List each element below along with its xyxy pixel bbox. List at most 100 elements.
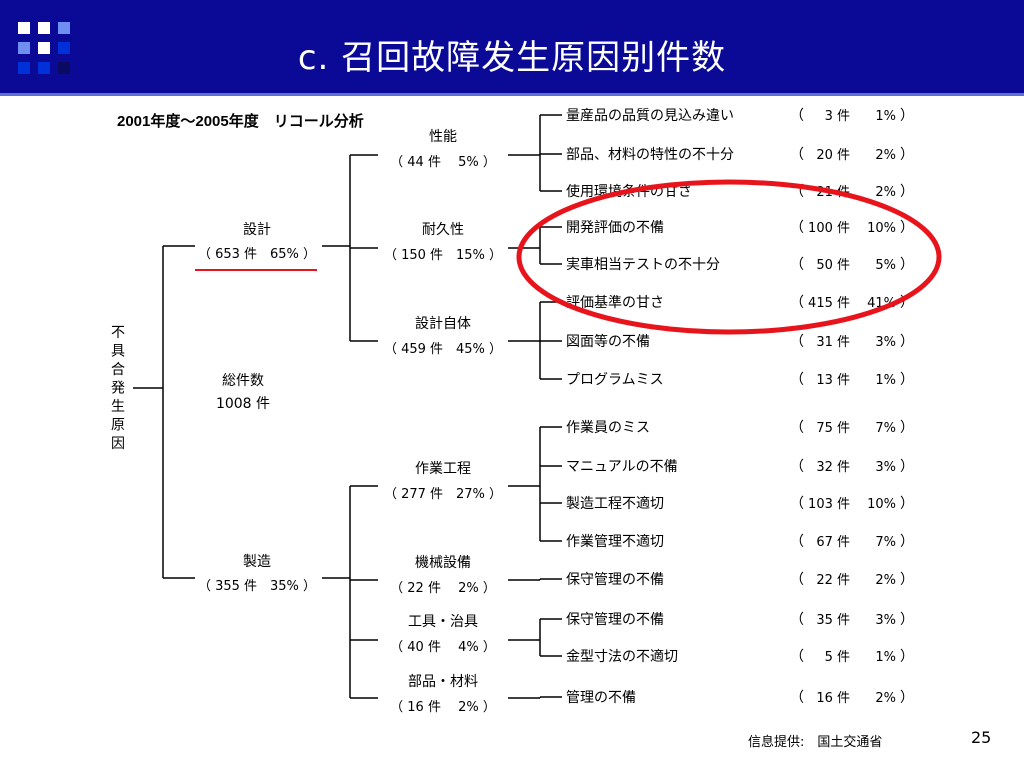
level2-label: 部品・材料 <box>408 674 478 690</box>
leaf-label: 図面等の不備 <box>566 333 650 350</box>
page-title: c. 召回故障发生原因别件数 <box>297 38 727 78</box>
leaf-label: 金型寸法の不適切 <box>566 648 678 665</box>
leaf-label: 実車相当テストの不十分 <box>566 256 720 273</box>
source-note: 信息提供: 国土交通省 <box>748 735 883 750</box>
leaf-paren-open: （ <box>790 534 804 550</box>
root-cause-label: 不具合発生原因 <box>111 325 125 452</box>
level2-label: 耐久性 <box>422 222 464 238</box>
leaf-paren-open: （ <box>790 459 804 475</box>
subtitle: 2001年度～2005年度 リコール分析 <box>117 113 364 130</box>
leaf-percent: 7% <box>875 421 896 436</box>
leaf-label: マニュアルの不備 <box>566 459 678 475</box>
leaf-paren-open: （ <box>790 372 804 388</box>
leaf-label: プログラムミス <box>566 372 664 388</box>
leaf-paren-close: ） <box>900 257 914 273</box>
level2-stat: （ 277 件 27% ） <box>384 487 502 502</box>
leaf-paren-close: ） <box>900 147 914 163</box>
leaf-percent: 1% <box>875 109 896 124</box>
leaf-paren-open: （ <box>790 612 804 628</box>
leaf-paren-close: ） <box>900 496 914 512</box>
leaf-count: 67 件 <box>816 535 850 550</box>
leaf-percent: 1% <box>875 373 896 388</box>
leaf-count: 5 件 <box>825 650 850 665</box>
page-number: 25 <box>971 728 992 747</box>
grid-logo-icon <box>18 22 74 76</box>
total-label: 総件数 <box>222 373 264 389</box>
level1-label: 製造 <box>243 554 271 570</box>
leaf-paren-open: （ <box>790 147 804 163</box>
slide-header: c. 召回故障发生原因别件数 <box>0 0 1024 93</box>
leaf-paren-close: ） <box>900 572 914 588</box>
leaf-paren-close: ） <box>900 372 914 388</box>
level2-stat: （ 16 件 2% ） <box>390 700 496 715</box>
leaf-paren-open: （ <box>790 334 804 350</box>
highlight-ellipse <box>516 179 942 335</box>
leaf-paren-open: （ <box>790 572 804 588</box>
level1-label: 設計 <box>243 222 271 238</box>
leaf-percent: 10% <box>867 221 896 236</box>
level1-stat: （ 653 件 65% ） <box>198 247 316 262</box>
leaf-count: 13 件 <box>816 373 850 388</box>
leaf-label: 製造工程不適切 <box>566 495 664 512</box>
leaf-percent: 1% <box>875 650 896 665</box>
leaf-percent: 7% <box>875 535 896 550</box>
level2-label: 性能 <box>429 129 457 145</box>
leaf-paren-close: ） <box>900 612 914 628</box>
leaf-paren-close: ） <box>900 690 914 706</box>
leaf-percent: 2% <box>875 573 896 588</box>
level2-stat: （ 44 件 5% ） <box>390 155 496 170</box>
leaf-count: 3 件 <box>825 109 850 124</box>
leaf-paren-open: （ <box>790 649 804 665</box>
leaf-count: 75 件 <box>816 421 850 436</box>
leaf-percent: 3% <box>875 613 896 628</box>
leaf-percent: 3% <box>875 335 896 350</box>
leaf-percent: 2% <box>875 148 896 163</box>
level2-label: 作業工程 <box>415 461 471 477</box>
header-divider <box>0 93 1024 96</box>
leaf-percent: 10% <box>867 497 896 512</box>
level2-label: 設計自体 <box>415 316 471 332</box>
leaf-paren-open: （ <box>790 257 804 273</box>
leaf-percent: 2% <box>875 185 896 200</box>
leaf-label: 部品、材料の特性の不十分 <box>566 147 734 163</box>
leaf-paren-close: ） <box>900 534 914 550</box>
total-value: 1008 件 <box>216 396 270 412</box>
level2-stat: （ 150 件 15% ） <box>384 248 502 263</box>
leaf-label: 保守管理の不備 <box>566 572 664 588</box>
leaf-percent: 2% <box>875 691 896 706</box>
level2-stat: （ 22 件 2% ） <box>390 581 496 596</box>
leaf-paren-close: ） <box>900 220 914 236</box>
leaf-count: 50 件 <box>816 258 850 273</box>
leaf-label: 開発評価の不備 <box>566 220 664 236</box>
leaf-count: 22 件 <box>816 573 850 588</box>
leaf-paren-close: ） <box>900 334 914 350</box>
leaf-percent: 3% <box>875 460 896 475</box>
leaf-label: 保守管理の不備 <box>566 612 664 628</box>
leaf-label: 量産品の品質の見込み違い <box>566 108 734 124</box>
leaf-label: 評価基準の甘さ <box>566 294 664 311</box>
leaf-paren-open: （ <box>790 220 804 236</box>
leaf-count: 31 件 <box>816 335 850 350</box>
leaf-paren-close: ） <box>900 184 914 200</box>
level2-label: 工具・治具 <box>408 614 478 630</box>
leaf-paren-open: （ <box>790 295 804 311</box>
leaf-paren-close: ） <box>900 108 914 124</box>
leaf-paren-open: （ <box>790 496 804 512</box>
level2-stat: （ 459 件 45% ） <box>384 342 502 357</box>
leaf-paren-close: ） <box>900 459 914 475</box>
leaf-paren-close: ） <box>900 649 914 665</box>
leaf-count: 35 件 <box>816 613 850 628</box>
leaf-count: 100 件 <box>808 221 850 236</box>
leaf-paren-open: （ <box>790 420 804 436</box>
level1-stat: （ 355 件 35% ） <box>198 579 316 594</box>
leaf-label: 作業管理不適切 <box>566 533 664 550</box>
leaf-count: 32 件 <box>816 460 850 475</box>
leaf-paren-open: （ <box>790 690 804 706</box>
leaf-label: 作業員のミス <box>566 420 650 436</box>
level2-stat: （ 40 件 4% ） <box>390 640 496 655</box>
leaf-percent: 5% <box>875 258 896 273</box>
level2-label: 機械設備 <box>415 555 471 571</box>
leaf-count: 415 件 <box>808 296 850 311</box>
leaf-count: 16 件 <box>816 691 850 706</box>
